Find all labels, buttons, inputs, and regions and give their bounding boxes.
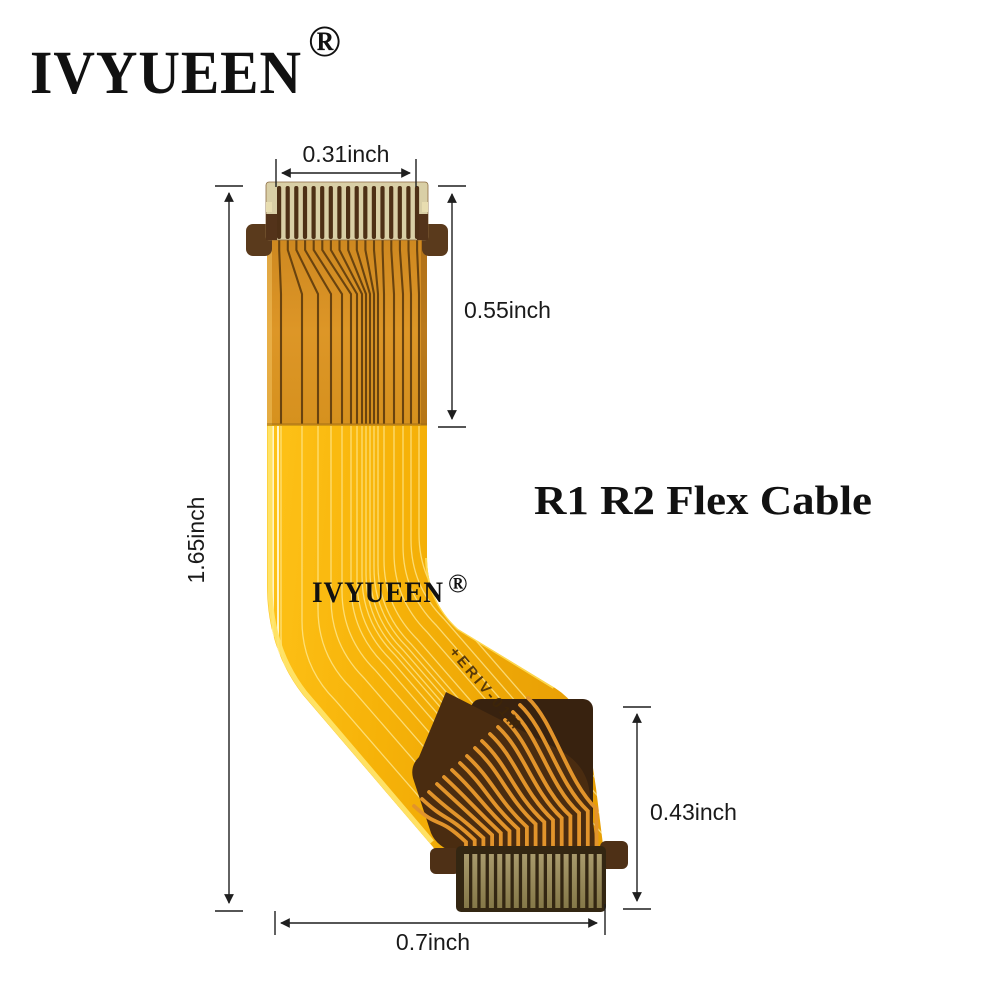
- bottom-fan-traces: [412, 696, 599, 859]
- trace-bundle-backing: [412, 692, 596, 853]
- dimension-upper-height-label: 0.55inch: [464, 297, 551, 323]
- dimension-top-width-label: 0.31inch: [303, 141, 390, 167]
- dimension-upper-height: 0.55inch: [438, 185, 551, 428]
- brand-registered-icon: ®: [308, 17, 341, 66]
- dimension-top-width: 0.31inch: [275, 141, 417, 187]
- watermark: IVYUEEN ®: [312, 569, 467, 609]
- flex-cable: +ERIV-01M: [246, 181, 628, 912]
- top-connector-contact-fingers: [277, 186, 420, 239]
- top-connector: [246, 181, 448, 256]
- upper-ribbon-amber-section: [267, 237, 427, 426]
- dimension-overall-height-label: 1.65inch: [183, 497, 209, 584]
- dimension-lower-height: 0.43inch: [623, 706, 737, 910]
- bottom-connector: [430, 841, 628, 912]
- dimension-bottom-width-label: 0.7inch: [396, 929, 470, 955]
- watermark-text: IVYUEEN: [312, 576, 444, 609]
- product-title: R1 R2 Flex Cable: [534, 477, 872, 523]
- top-connector-left-ear: [246, 224, 272, 256]
- dimension-overall-height: 1.65inch: [183, 185, 243, 912]
- dimension-bottom-width: 0.7inch: [274, 904, 606, 955]
- watermark-registered-icon: ®: [448, 569, 467, 598]
- bottom-connector-right-ear: [600, 841, 628, 869]
- bottom-connector-left-ear: [430, 848, 460, 874]
- dimension-lower-height-label: 0.43inch: [650, 799, 737, 825]
- bottom-connector-contact-fingers: [464, 854, 602, 908]
- ribbon-trace-highlights: [272, 426, 604, 853]
- top-connector-right-ear: [422, 224, 448, 256]
- top-fan-traces: [278, 237, 421, 424]
- brand-logo-text: IVYUEEN: [30, 40, 302, 107]
- brand-logo: IVYUEEN ®: [30, 17, 341, 107]
